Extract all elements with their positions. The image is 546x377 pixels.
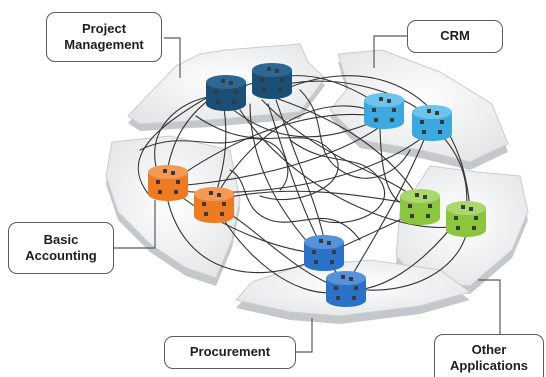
db-procurement-1	[304, 235, 344, 271]
label-other-applications: Other Applications	[434, 334, 544, 377]
label-crm: CRM	[407, 20, 503, 53]
label-basic-accounting: Basic Accounting	[8, 222, 114, 274]
label-project-management: Project Management	[46, 12, 162, 62]
db-other-applications-1	[400, 189, 440, 225]
segment-basic-accounting	[105, 135, 241, 286]
db-crm-2	[412, 105, 452, 141]
db-crm-1	[364, 93, 404, 129]
leader-basic-accounting	[114, 200, 156, 249]
leader-other-applications	[478, 279, 501, 336]
db-basic-accounting-2	[194, 187, 234, 223]
db-procurement-2	[326, 271, 366, 307]
db-project-management-1	[206, 75, 246, 111]
db-project-management-2	[252, 63, 292, 99]
leader-procurement	[296, 318, 313, 353]
label-procurement: Procurement	[164, 336, 296, 369]
leader-crm	[373, 35, 407, 68]
db-other-applications-2	[446, 201, 486, 237]
db-basic-accounting-1	[148, 165, 188, 201]
callout-leaders	[114, 35, 501, 353]
leader-project-management	[164, 37, 181, 78]
